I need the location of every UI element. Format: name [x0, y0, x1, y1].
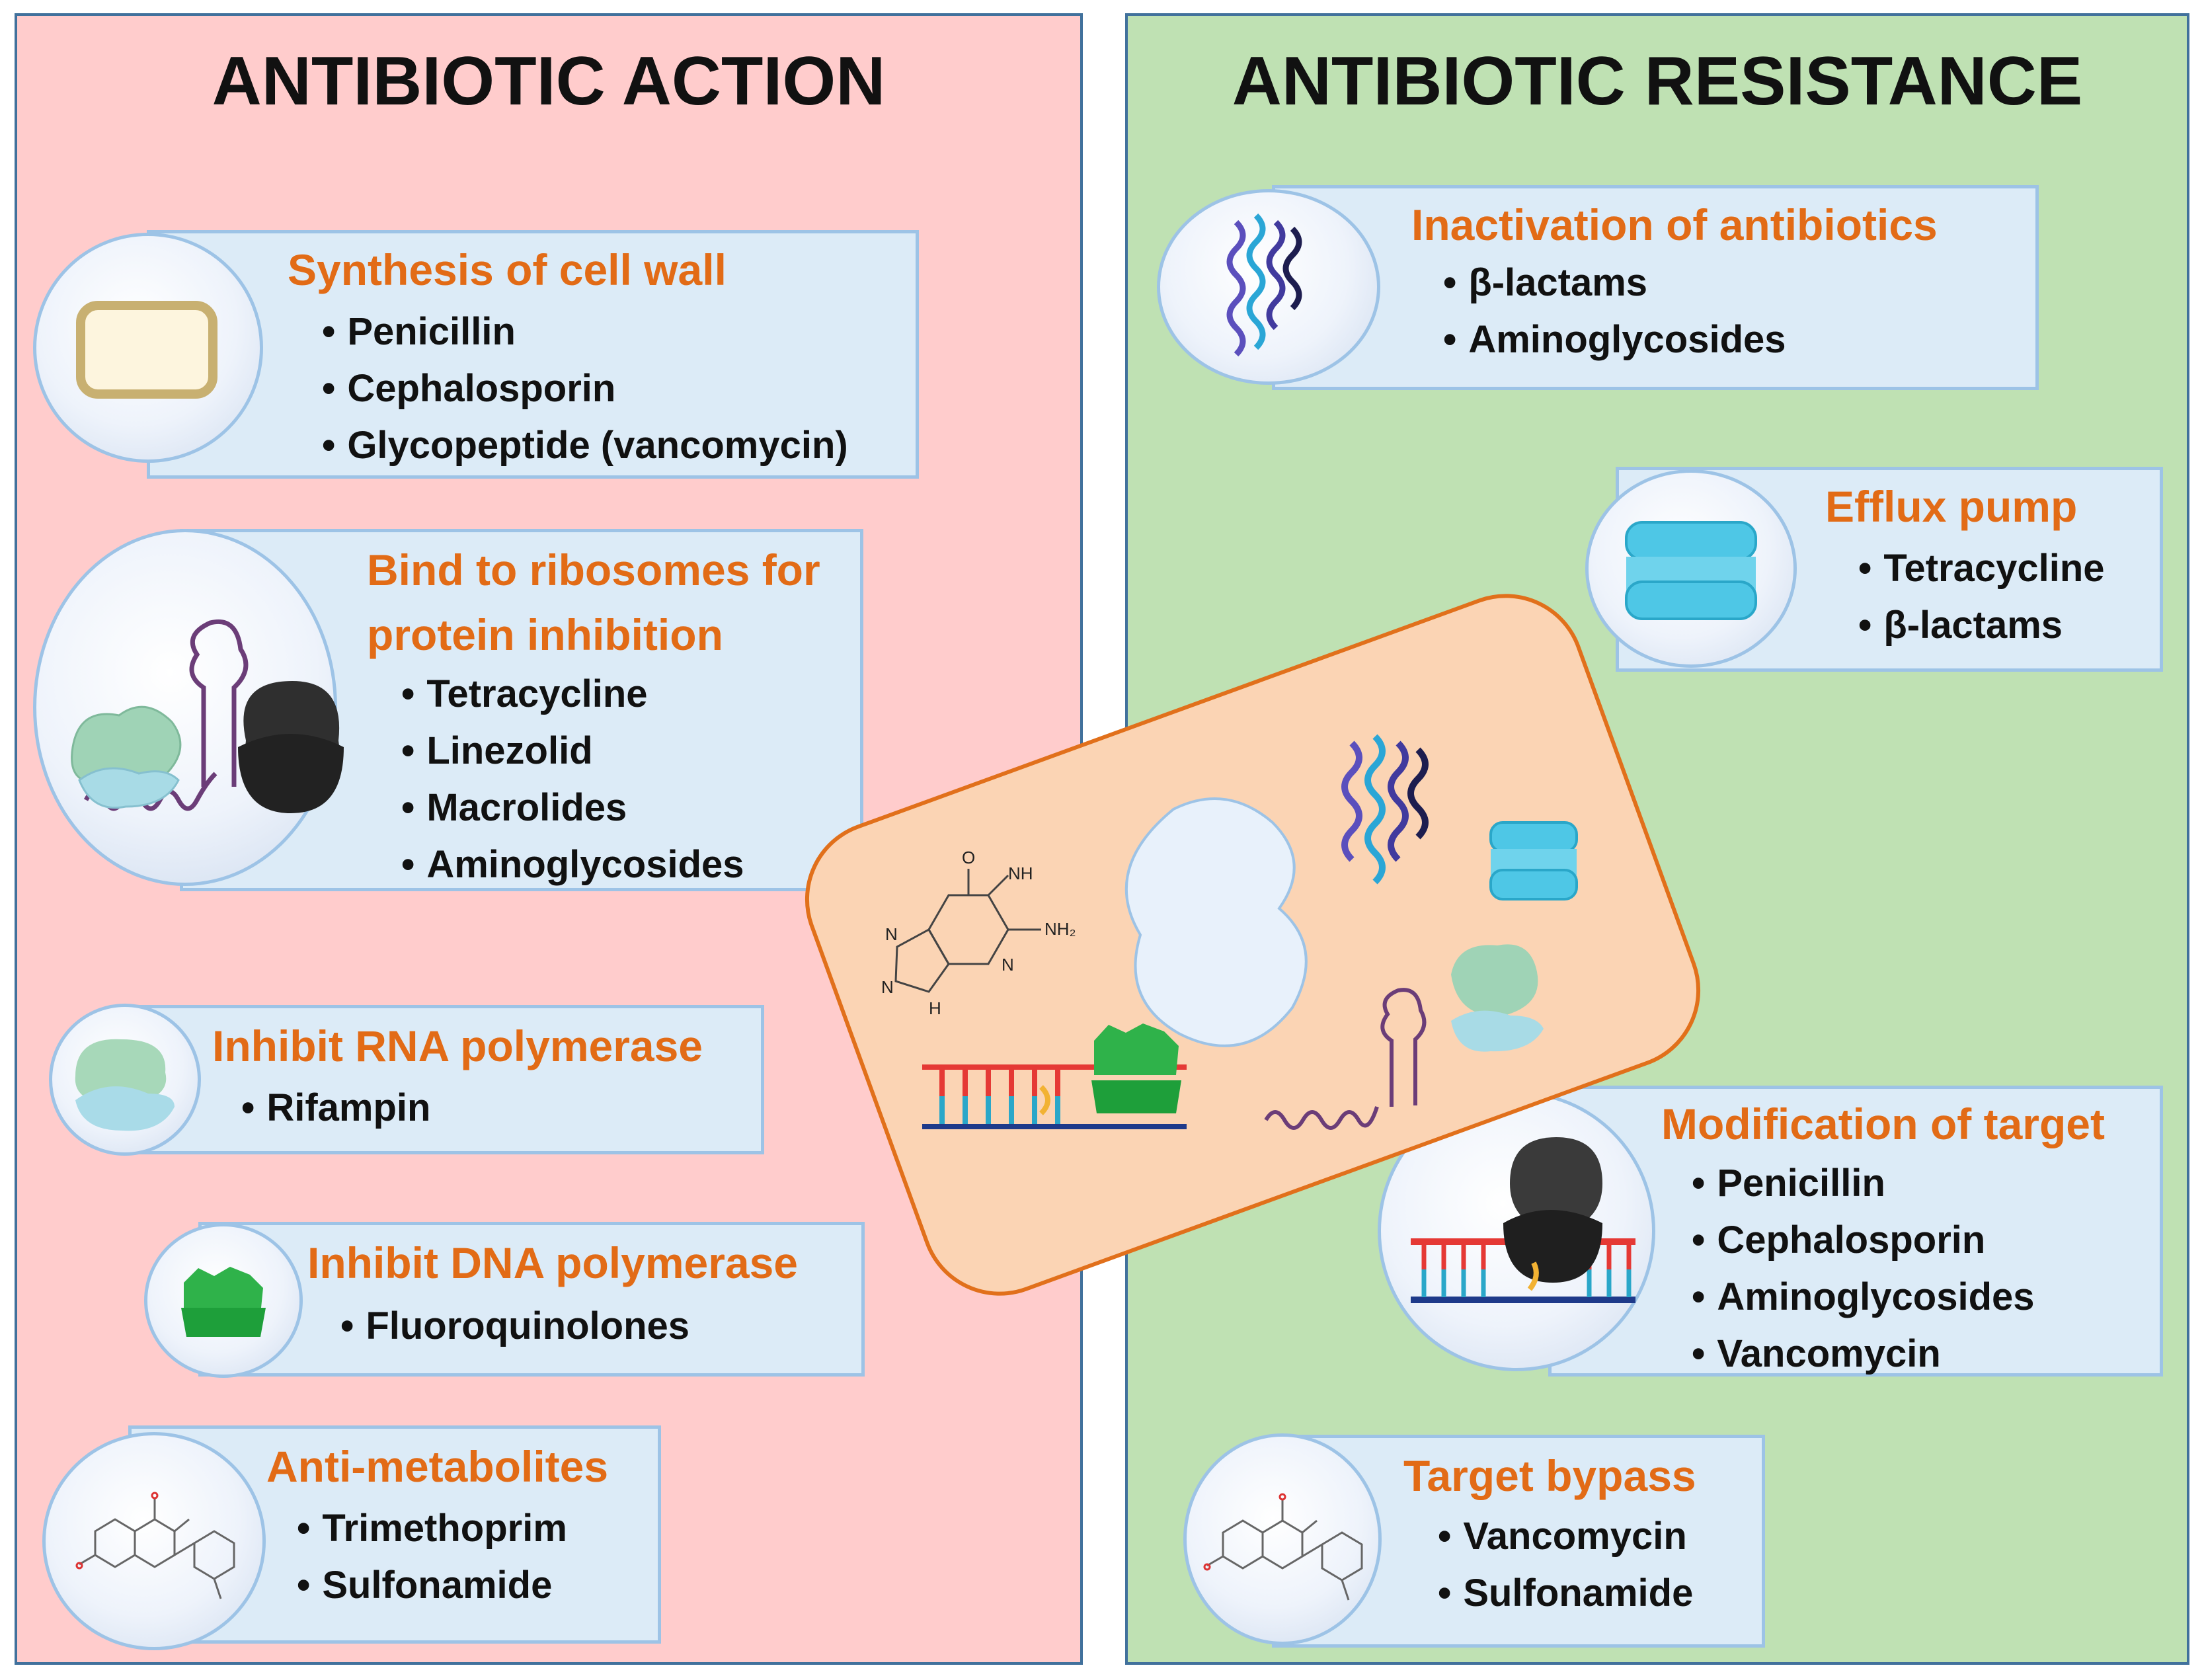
list-item: Aminoglycosides — [1443, 311, 1786, 368]
box-title: Anti-metabolites — [266, 1442, 609, 1491]
drug-list: Fluoroquinolones — [340, 1298, 689, 1355]
drug-list: β-lactams Aminoglycosides — [1443, 255, 1786, 368]
drug-list: Rifampin — [241, 1080, 430, 1137]
flavonoid-molecule-icon — [1183, 1433, 1382, 1645]
molecule-label: NH₂ — [1044, 919, 1076, 939]
box-cell-wall-synthesis: Synthesis of cell wall Penicillin Cephal… — [147, 230, 919, 479]
molecule-label: O — [962, 848, 975, 867]
rna-polymerase-icon — [49, 1004, 201, 1156]
list-item: Penicillin — [1692, 1155, 2035, 1212]
drug-list: Trimethoprim Sulfonamide — [297, 1500, 567, 1614]
list-item: Penicillin — [322, 303, 848, 360]
molecule-label: N — [881, 977, 894, 997]
box-title: Bind to ribosomes for — [367, 545, 820, 594]
list-item: Cephalosporin — [1692, 1212, 2035, 1269]
box-title: Inhibit RNA polymerase — [212, 1021, 703, 1070]
list-item: Sulfonamide — [297, 1557, 567, 1614]
box-title: Target bypass — [1403, 1451, 1696, 1500]
dna-polymerase-icon — [144, 1223, 303, 1378]
box-inactivation: Inactivation of antibiotics β-lactams Am… — [1272, 185, 2039, 390]
list-item: β-lactams — [1858, 597, 2105, 654]
efflux-pump-icon — [1489, 821, 1578, 900]
molecule-label: N — [885, 924, 898, 944]
list-item: Cephalosporin — [322, 360, 848, 417]
list-item: Trimethoprim — [297, 1500, 567, 1557]
list-item: Fluoroquinolones — [340, 1298, 689, 1355]
flavonoid-molecule-icon — [42, 1432, 266, 1650]
box-title-line-2: protein inhibition — [367, 610, 723, 659]
box-title: Modification of target — [1661, 1100, 2105, 1148]
enzyme-protein-structure-icon — [1157, 189, 1380, 385]
drug-list: Tetracycline β-lactams — [1858, 540, 2105, 654]
list-item: Linezolid — [401, 723, 744, 780]
list-item: Vancomycin — [1438, 1508, 1693, 1565]
enzyme-protein-structure-icon — [1341, 734, 1429, 885]
efflux-pump-icon — [1585, 469, 1797, 668]
box-rna-polymerase: Inhibit RNA polymerase Rifampin — [114, 1005, 764, 1154]
ribosome-mrna-icon — [1264, 944, 1544, 1130]
dna-polymerase-icon — [1091, 1023, 1181, 1113]
box-title: Inactivation of antibiotics — [1411, 200, 1938, 249]
list-item: Vancomycin — [1692, 1326, 2035, 1382]
guanine-molecule-icon — [894, 869, 1041, 993]
panel-title-action: ANTIBIOTIC ACTION — [212, 43, 886, 120]
box-title: Synthesis of cell wall — [288, 245, 727, 294]
list-item: Sulfonamide — [1438, 1565, 1693, 1622]
drug-list: Penicillin Cephalosporin Glycopeptide (v… — [322, 303, 848, 474]
drug-list: Tetracycline Linezolid Macrolides Aminog… — [401, 666, 744, 893]
list-item: Glycopeptide (vancomycin) — [322, 417, 847, 474]
modified-target-dna-icon — [1378, 1091, 1655, 1371]
list-item: Aminoglycosides — [1692, 1269, 2034, 1326]
box-dna-polymerase: Inhibit DNA polymerase Fluoroquinolones — [198, 1222, 865, 1377]
molecule-label: H — [929, 998, 941, 1018]
cell-wall-icon — [33, 233, 263, 463]
box-title: Inhibit DNA polymerase — [307, 1238, 799, 1287]
drug-list: Vancomycin Sulfonamide — [1438, 1508, 1693, 1622]
drug-list: Penicillin Cephalosporin Aminoglycosides… — [1692, 1155, 2035, 1382]
molecule-label: NH — [1008, 863, 1033, 883]
box-title: Efflux pump — [1825, 482, 2078, 531]
list-item: Tetracycline — [1858, 540, 2104, 597]
list-item: Aminoglycosides — [401, 836, 744, 893]
list-item: Macrolides — [401, 780, 744, 836]
panel-title-resistance: ANTIBIOTIC RESISTANCE — [1232, 43, 2083, 120]
list-item: β-lactams — [1443, 255, 1786, 311]
ribosome-mrna-icon — [33, 529, 344, 886]
bacterial-cell: O NH NH₂ N N N H — [783, 571, 1723, 1318]
list-item: Rifampin — [241, 1080, 430, 1137]
cell-wall-shape — [1124, 797, 1308, 1047]
list-item: Tetracycline — [401, 666, 744, 723]
molecule-label: N — [1002, 955, 1014, 975]
